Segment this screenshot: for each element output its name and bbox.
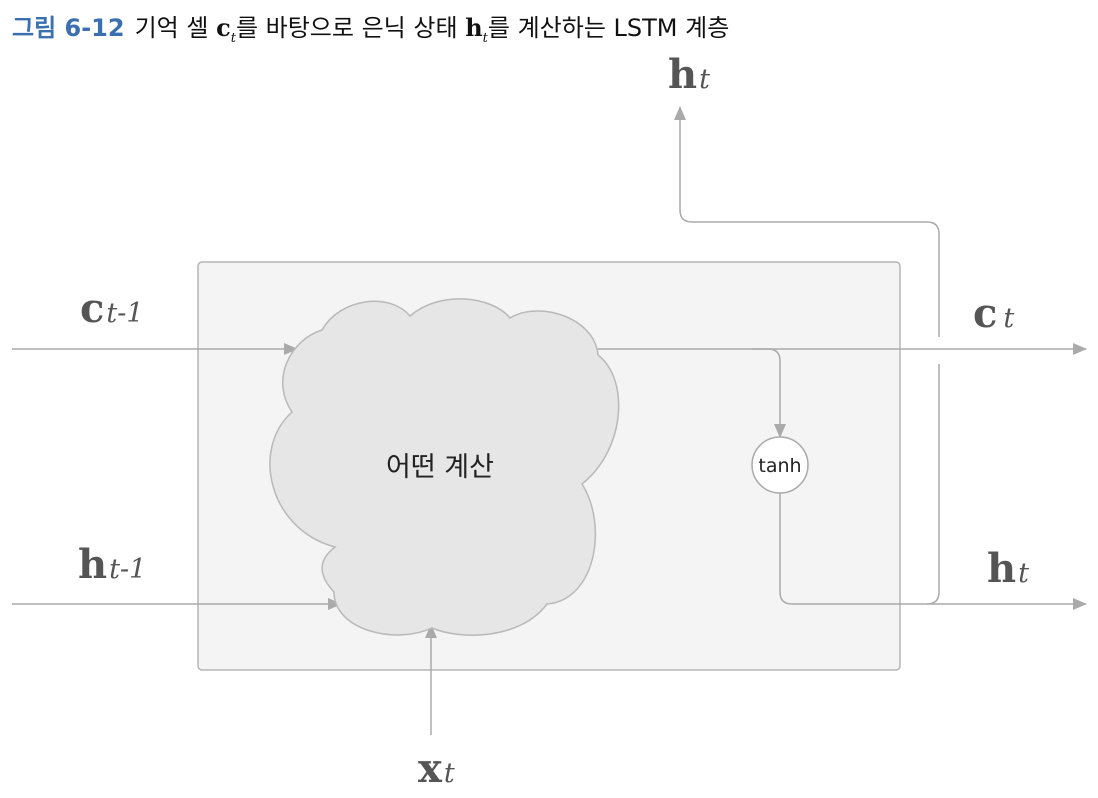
x-input-label: xt bbox=[418, 745, 455, 792]
computation-cloud bbox=[269, 298, 620, 636]
h-top-arrow bbox=[674, 106, 940, 337]
figure-number: 그림 6-12 bbox=[12, 14, 125, 42]
h-vertical-connector bbox=[926, 364, 940, 605]
caption-h-symbol: ht bbox=[465, 13, 488, 46]
tanh-output-path bbox=[779, 493, 1087, 610]
h-top-label: ht bbox=[668, 51, 710, 98]
h-out-label: ht bbox=[987, 545, 1029, 592]
caption-c-symbol: ct bbox=[216, 13, 236, 46]
caption-text-1: 기억 셀 bbox=[134, 14, 217, 42]
cloud-label: 어떤 계산 bbox=[386, 452, 494, 483]
h-prev-label: ht-1 bbox=[78, 541, 146, 588]
tanh-branch-arrow bbox=[752, 348, 786, 438]
caption-text-3: 를 계산하는 LSTM 계층 bbox=[487, 14, 730, 42]
c-prev-label: ct-1 bbox=[80, 285, 144, 332]
caption-text-2: 를 바탕으로 은닉 상태 bbox=[235, 14, 466, 42]
tanh-label: tanh bbox=[758, 455, 801, 477]
figure-caption: 그림 6-12 기억 셀 ct를 바탕으로 은닉 상태 ht를 계산하는 LSTM… bbox=[12, 8, 729, 46]
